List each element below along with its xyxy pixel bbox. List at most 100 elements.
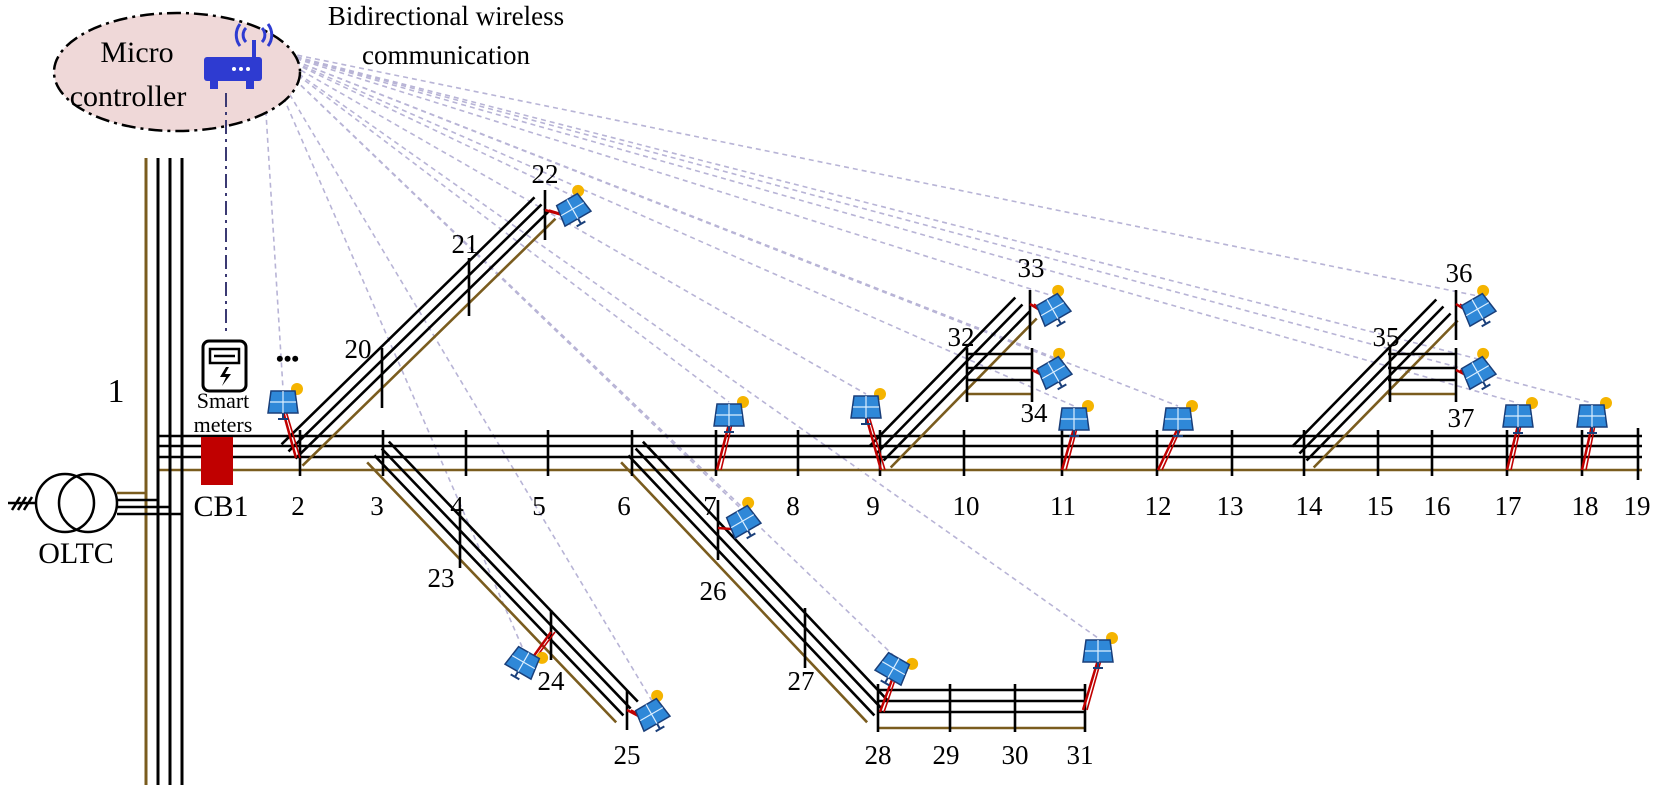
lateral-2-22	[294, 210, 550, 460]
sun-icon	[1477, 284, 1490, 297]
node-label-21: 21	[452, 229, 479, 259]
node-label-12: 12	[1145, 491, 1172, 521]
lateral-9-33	[889, 317, 1038, 469]
node-label-32: 32	[948, 322, 975, 352]
sun-icon	[1477, 347, 1490, 360]
node-label-28: 28	[865, 740, 892, 770]
node-label-20: 20	[345, 334, 372, 364]
lateral-14-36	[1305, 312, 1452, 462]
pv-panel-icon	[267, 383, 303, 420]
pv-panel-icon	[850, 388, 886, 425]
pv-panel-icon	[1460, 284, 1498, 328]
node-label-9: 9	[866, 491, 880, 521]
smart-meter-icon	[201, 339, 248, 393]
wireless-link-11	[261, 47, 1075, 407]
smart-meters-line1: Smart	[197, 388, 250, 413]
pv-connection-28	[883, 676, 897, 713]
smart-meters-line2: meters	[194, 412, 253, 437]
pv-panel-icon	[873, 651, 919, 687]
pv-panel-icon	[1036, 347, 1074, 391]
node-label-5: 5	[532, 491, 546, 521]
pv-panel-icon	[634, 689, 672, 733]
sun-icon	[651, 689, 664, 702]
pv-panel-icon	[713, 396, 749, 433]
transformer-icon	[8, 472, 182, 534]
pv-panel-icon	[1035, 284, 1073, 328]
node-label-35: 35	[1373, 322, 1400, 352]
node-label-33: 33	[1018, 253, 1045, 283]
pv-panel-icon	[1576, 397, 1612, 434]
circuit-breaker-cb1	[201, 437, 233, 485]
ground-icon	[10, 496, 34, 511]
wireless-link-18	[261, 47, 1593, 404]
node-label-17: 17	[1495, 491, 1522, 521]
lateral-3-25	[380, 447, 632, 710]
pv-panel-icon	[1502, 397, 1538, 434]
sun-icon	[742, 496, 755, 509]
oltc-label: OLTC	[38, 537, 114, 570]
lateral-3-25	[387, 440, 639, 703]
lateral-2-22	[301, 217, 557, 467]
pv-units	[267, 184, 1612, 733]
node-label-37: 37	[1448, 403, 1475, 433]
pv-panel-icon	[1162, 400, 1198, 437]
lateral-9-33	[882, 310, 1031, 462]
sun-icon	[572, 184, 585, 197]
pv-panel-icon	[1460, 347, 1498, 391]
node-label-13: 13	[1217, 491, 1244, 521]
pv-panel-icon	[1082, 632, 1118, 669]
node-label-7: 7	[703, 491, 717, 521]
lateral-6-28	[620, 461, 869, 724]
router-icon	[204, 23, 274, 89]
pv-panel-icon	[555, 184, 593, 228]
node-label-27: 27	[788, 666, 815, 696]
wireless-link-28	[261, 47, 894, 656]
sun-icon	[1052, 284, 1065, 297]
lateral-6-28	[627, 454, 876, 717]
wireless-link-33	[261, 47, 1054, 297]
wireless-link-34	[261, 47, 1055, 360]
pv-connection-9	[868, 415, 886, 471]
node-label-4: 4	[450, 491, 464, 521]
node-label-26: 26	[700, 576, 727, 606]
wireless-link-37	[261, 47, 1479, 360]
lateral-14-36	[1312, 319, 1459, 469]
pv-panel-icon	[1058, 400, 1094, 437]
wireless-link-17	[261, 47, 1519, 404]
node-label-2: 2	[291, 491, 305, 521]
lateral-6-28	[634, 447, 883, 710]
micro-controller: Micro controller	[52, 11, 302, 133]
feeder-network	[158, 190, 1642, 732]
substation-busbar	[144, 158, 184, 785]
node-label-19: 19	[1624, 491, 1651, 521]
lateral-9-33	[868, 296, 1017, 448]
meter-ellipsis: •••	[276, 346, 299, 371]
node-label-29: 29	[933, 740, 960, 770]
wireless-link-25	[261, 47, 653, 702]
pv-connection-2	[285, 410, 301, 459]
node-label-14: 14	[1296, 491, 1324, 521]
cb1-label: CB1	[193, 490, 248, 523]
controller-label-line2: controller	[70, 80, 187, 113]
node-label-34: 34	[1021, 398, 1049, 428]
lateral-3-25	[373, 454, 625, 717]
wireless-link-22	[261, 47, 574, 197]
node-label-3: 3	[370, 491, 384, 521]
sun-icon	[1053, 347, 1066, 360]
wireless-link-7	[261, 47, 730, 403]
wireless-link-9	[261, 47, 867, 395]
node-label-18: 18	[1572, 491, 1599, 521]
pv-panel-icon	[725, 496, 763, 540]
pv-panel-icon	[503, 645, 549, 681]
node-label-16: 16	[1424, 491, 1451, 521]
node-label-24: 24	[538, 666, 566, 696]
node-label-6: 6	[617, 491, 631, 521]
node-label-10: 10	[953, 491, 980, 521]
node-label-23: 23	[428, 563, 455, 593]
bus1-label: 1	[108, 373, 125, 410]
lateral-2-22	[287, 203, 543, 453]
node-label-22: 22	[532, 159, 559, 189]
node-label-25: 25	[614, 740, 641, 770]
